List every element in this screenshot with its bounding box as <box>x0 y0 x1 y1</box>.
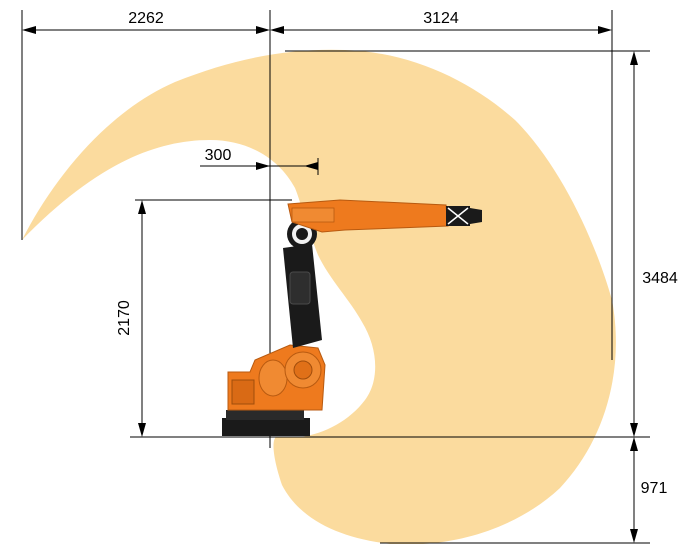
dimension-max-height: 3484 <box>630 51 678 437</box>
robot-arm-icon <box>222 199 482 436</box>
below-base-label: 971 <box>641 480 668 497</box>
dimension-below-base: 971 <box>630 437 667 543</box>
shoulder-height-label: 2170 <box>116 300 133 336</box>
workspace-envelope <box>22 49 616 544</box>
dimension-wrist-offset: 300 <box>200 147 319 175</box>
dimension-shoulder-height: 2170 <box>116 200 146 437</box>
wrist-offset-label: 300 <box>205 147 232 164</box>
max-height-label: 3484 <box>642 270 678 287</box>
dimension-front-reach: 3124 <box>270 10 612 34</box>
dimension-rear-reach: 2262 <box>22 10 270 34</box>
rear-reach-label: 2262 <box>128 10 164 27</box>
front-reach-label: 3124 <box>423 10 459 27</box>
